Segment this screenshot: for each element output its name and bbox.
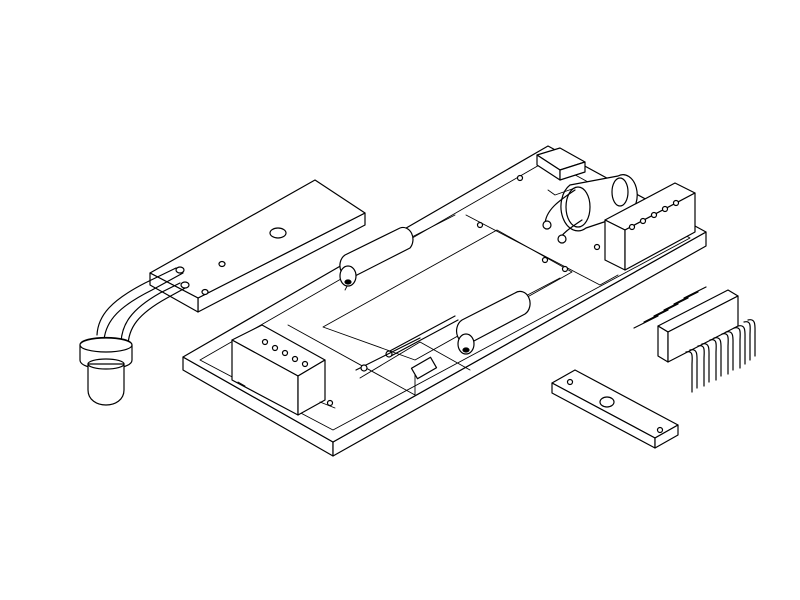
jumper-wire-2 [355, 337, 421, 372]
resistor-body [455, 290, 531, 345]
small-bracket-hole-small [656, 426, 664, 434]
trace-center-rect [322, 229, 573, 361]
pin-header-body-front [657, 325, 669, 363]
bracket-hole [269, 227, 287, 239]
circuit-board [182, 145, 707, 457]
small-bracket-hole-small [566, 378, 574, 386]
via [516, 174, 524, 182]
via [593, 243, 601, 251]
bracket-hole-small [218, 260, 226, 268]
mounting-bracket [149, 179, 366, 313]
trace-link [359, 341, 471, 379]
small-bracket-hole [599, 396, 615, 408]
pin-header-front-pins [685, 319, 756, 393]
via [541, 256, 549, 264]
led-lead [120, 282, 181, 343]
led [79, 266, 190, 406]
smd-pad [410, 356, 438, 380]
pin-header [633, 286, 756, 393]
trace-left-bus [287, 324, 416, 396]
led-lead [96, 267, 177, 336]
via [561, 265, 569, 273]
trace-right-bus [465, 214, 619, 286]
resistor-lead-loop [339, 265, 357, 287]
led-lead [103, 272, 184, 341]
top-component [536, 147, 586, 196]
resistor-lead-loop [457, 333, 475, 355]
pin-header-rear-pins [633, 286, 707, 329]
connector-block-right [604, 182, 696, 271]
resistor-upper [339, 214, 456, 291]
via [476, 221, 484, 229]
bracket-hole-small [201, 288, 209, 296]
resistor-lower [455, 277, 561, 355]
jumper-wire-1 [385, 315, 459, 358]
small-bracket-end [654, 424, 679, 449]
led-dome [87, 363, 125, 406]
small-bracket [551, 369, 679, 449]
connector-block-left [231, 324, 336, 416]
via [326, 399, 334, 407]
